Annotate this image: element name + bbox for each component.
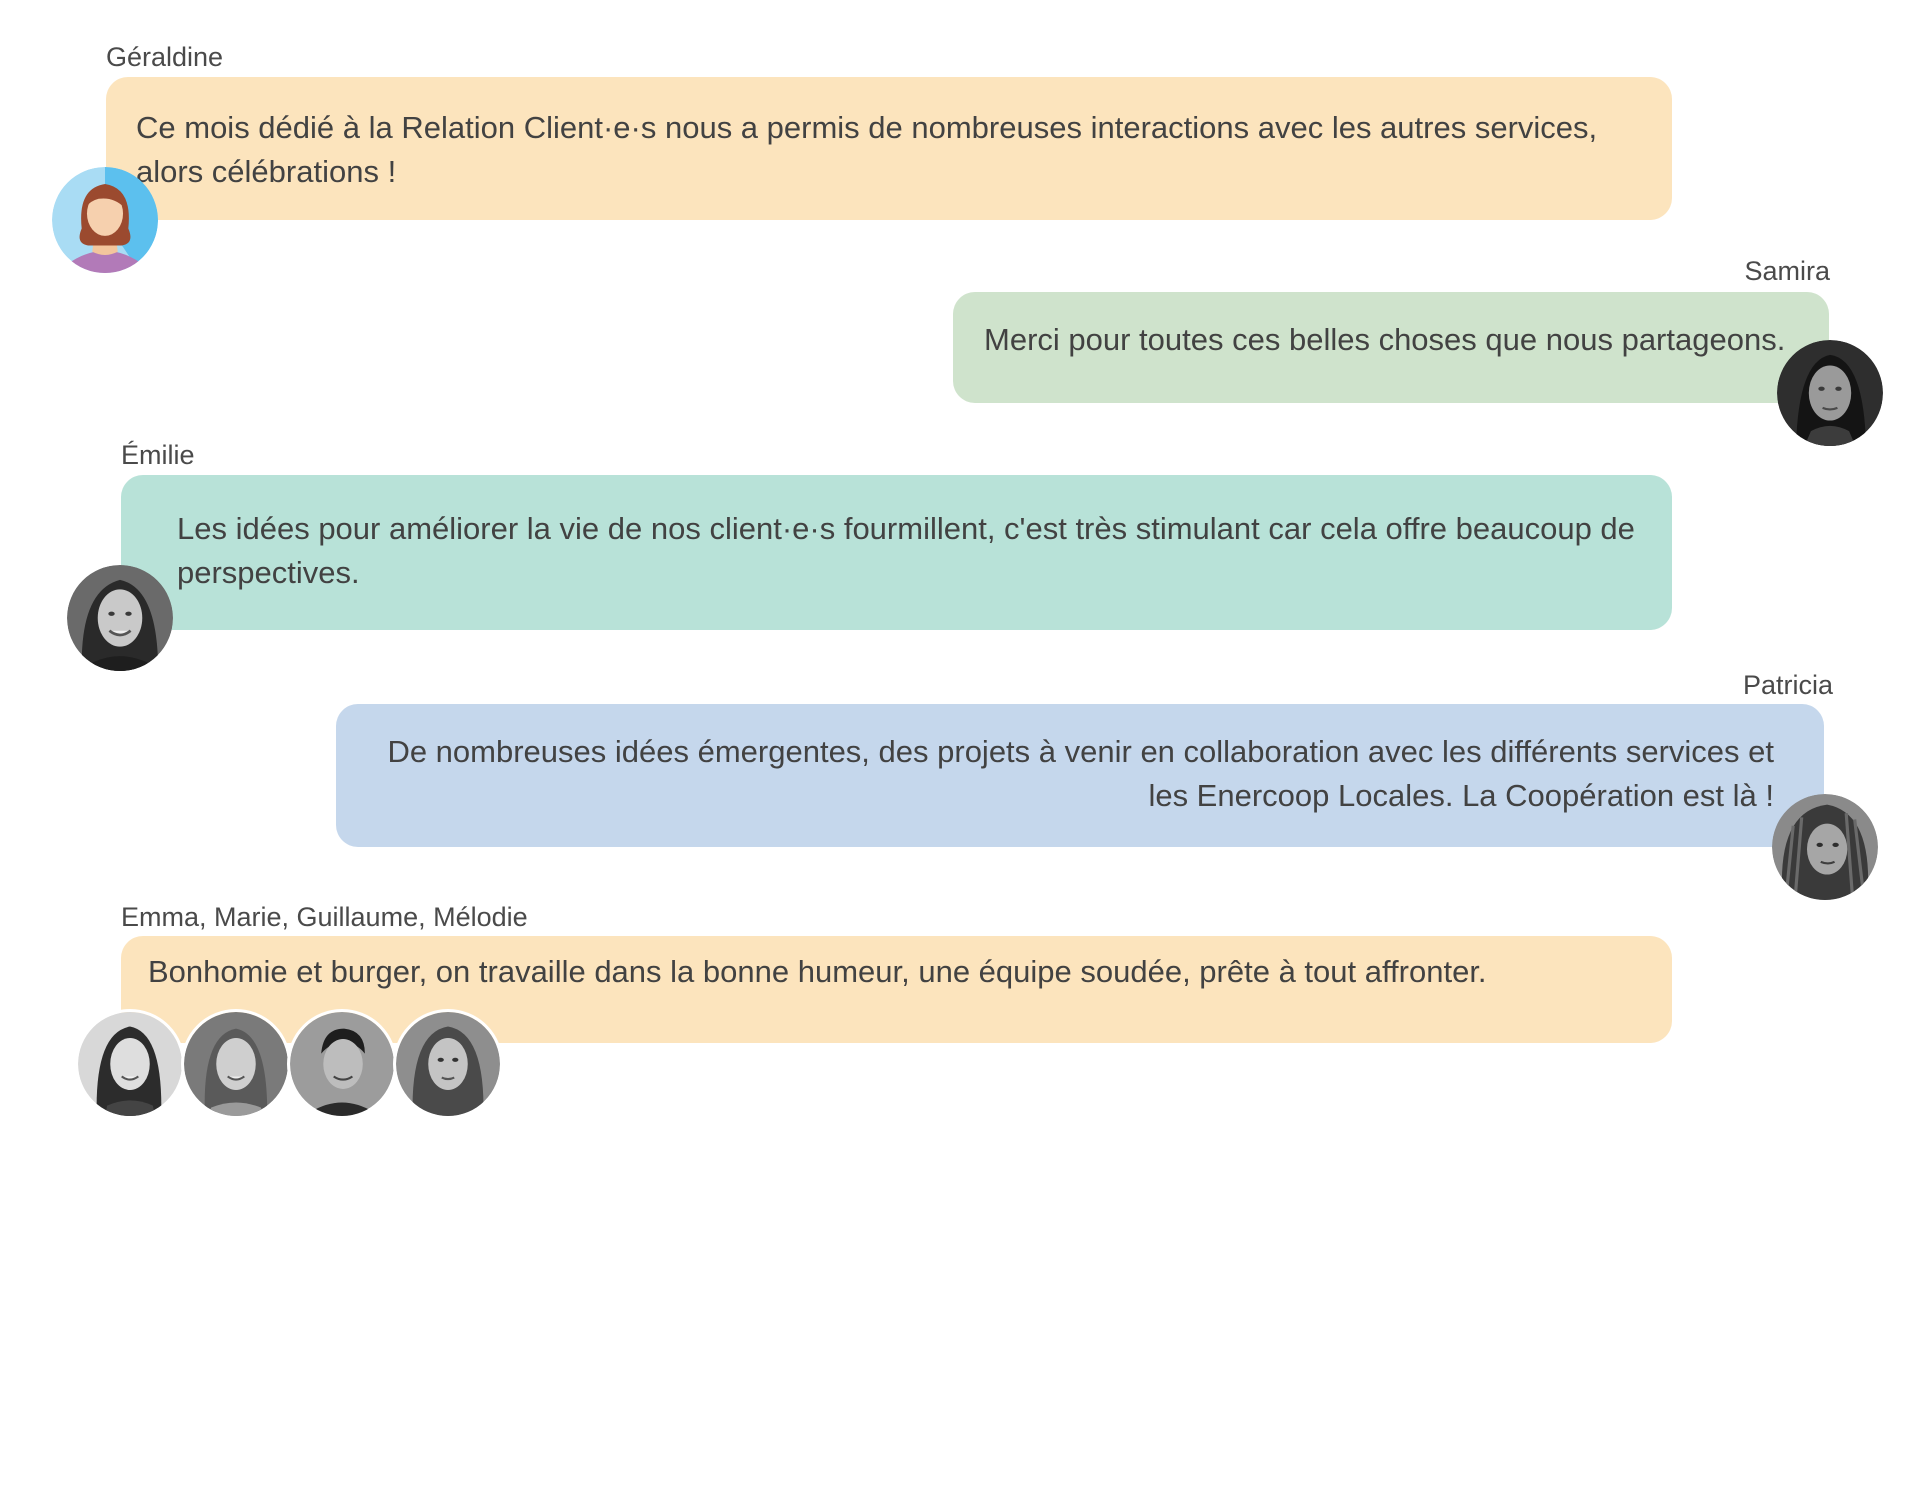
- message-author-geraldine: Géraldine: [106, 42, 224, 72]
- message-bubble-group: Bonhomie et burger, on travaille dans la…: [121, 936, 1672, 1043]
- message-text: Bonhomie et burger, on travaille dans la…: [148, 954, 1487, 989]
- message-bubble-patricia: De nombreuses idées émergentes, des proj…: [336, 704, 1824, 847]
- guillaume-photo-avatar: [287, 1009, 397, 1119]
- message-author-group: Emma, Marie, Guillaume, Mélodie: [121, 902, 528, 932]
- message-text: Ce mois dédié à la Relation Client·e·s n…: [136, 110, 1598, 189]
- melodie-photo-avatar: [393, 1009, 503, 1119]
- message-bubble-samira: Merci pour toutes ces belles choses que …: [953, 292, 1829, 403]
- message-author-patricia: Patricia: [1742, 670, 1833, 700]
- emilie-photo-avatar: [67, 565, 173, 671]
- message-text: Merci pour toutes ces belles choses que …: [984, 322, 1786, 357]
- patricia-photo-avatar: [1772, 794, 1878, 900]
- message-bubble-geraldine: Ce mois dédié à la Relation Client·e·s n…: [106, 77, 1672, 220]
- marie-photo-avatar: [181, 1009, 291, 1119]
- emma-photo-avatar: [75, 1009, 185, 1119]
- message-text: Les idées pour améliorer la vie de nos c…: [177, 511, 1635, 590]
- message-bubble-emilie: Les idées pour améliorer la vie de nos c…: [121, 475, 1672, 630]
- illustrated-woman-avatar-icon: [52, 167, 158, 273]
- message-author-samira: Samira: [1744, 256, 1830, 286]
- samira-photo-avatar: [1777, 340, 1883, 446]
- message-text: De nombreuses idées émergentes, des proj…: [387, 734, 1774, 813]
- message-author-emilie: Émilie: [121, 440, 195, 470]
